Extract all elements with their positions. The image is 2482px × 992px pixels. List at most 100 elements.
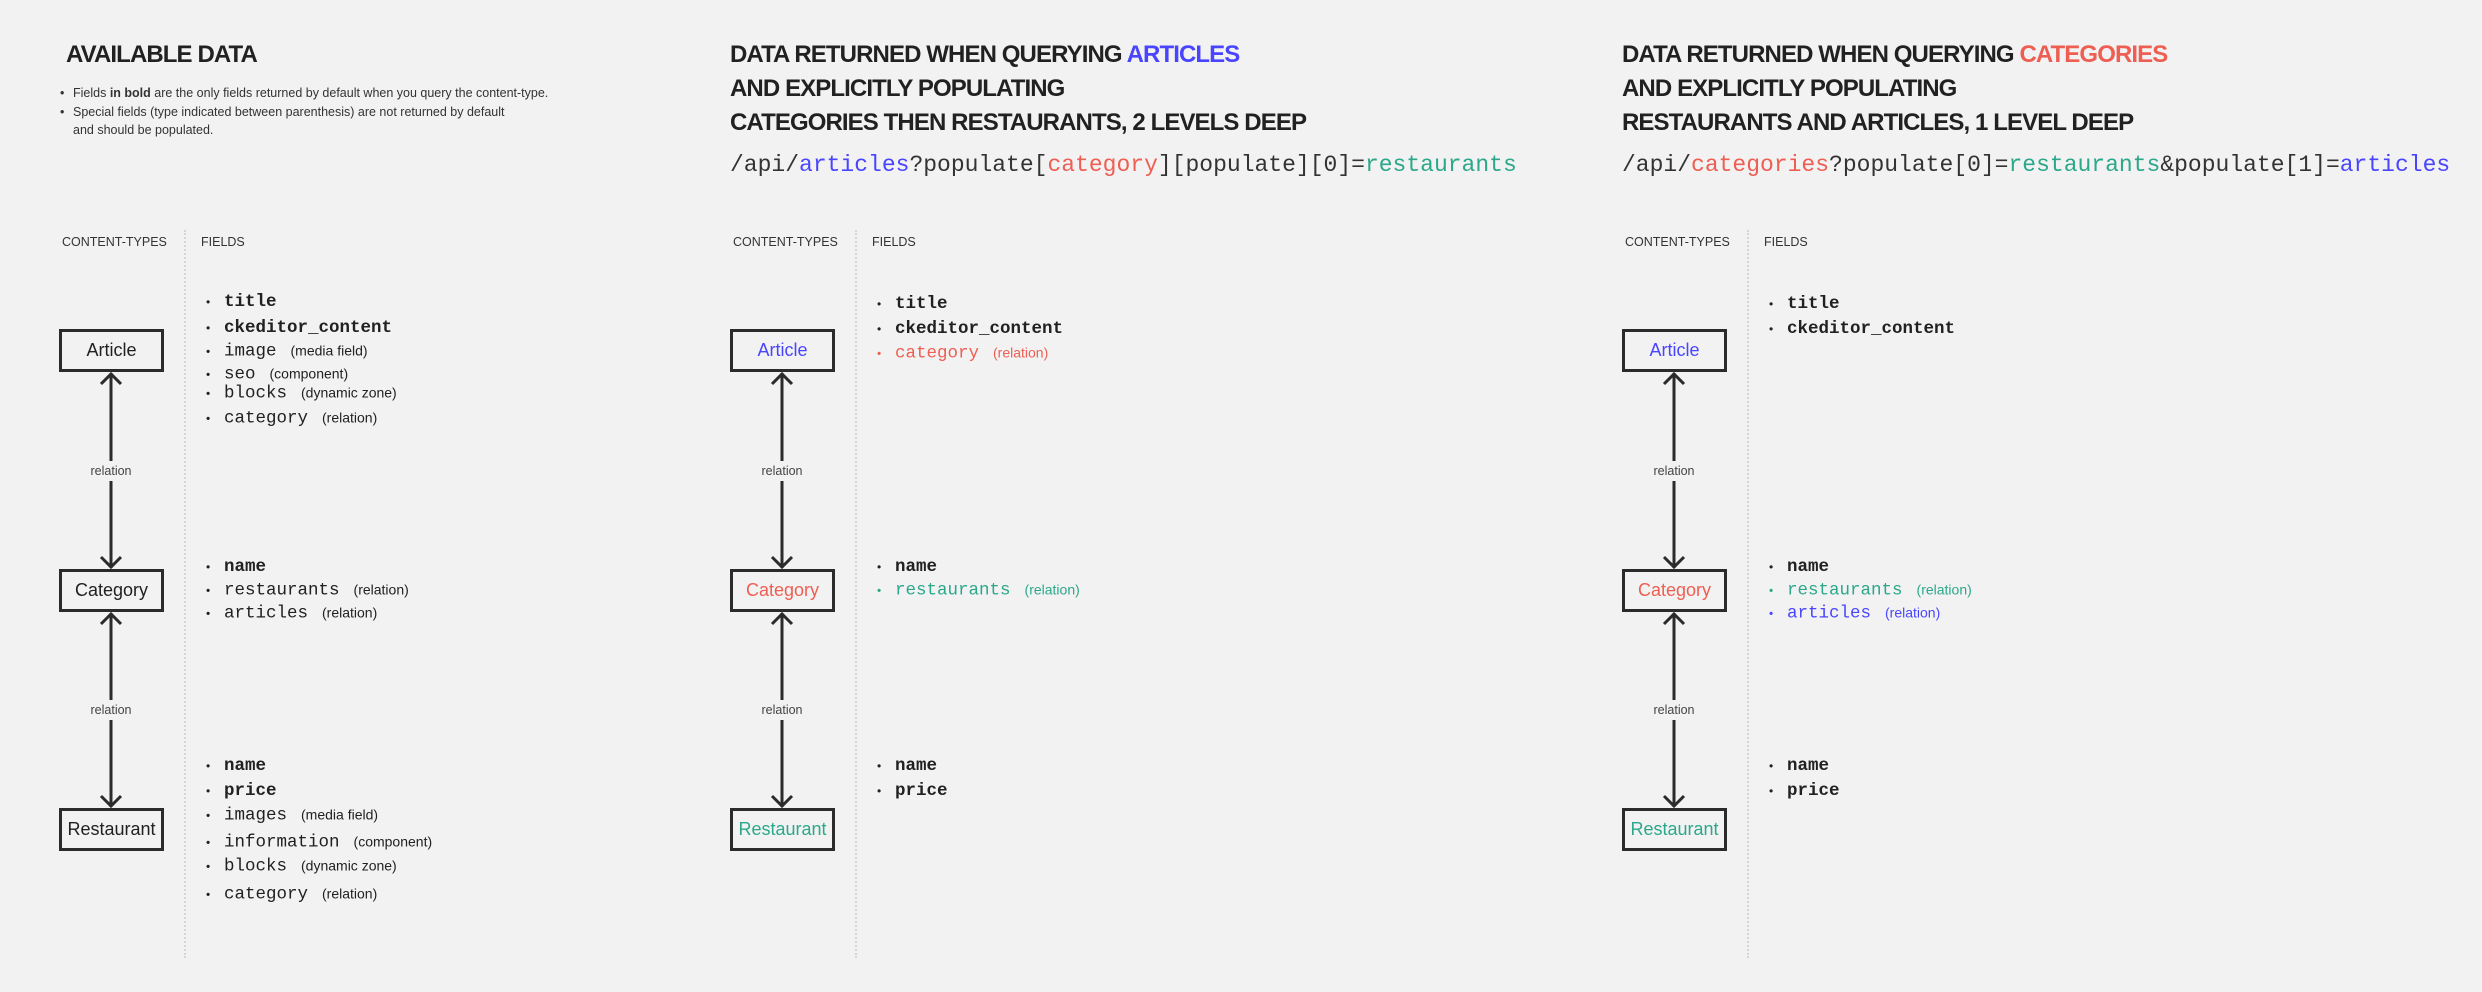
- field-item: • name: [877, 755, 937, 777]
- content-types-header: CONTENT-TYPES: [1625, 235, 1730, 249]
- available-data-title: AVAILABLE DATA: [66, 41, 258, 68]
- field-item: •restaurants(relation): [1769, 579, 1972, 602]
- field-name: ckeditor_content: [224, 318, 393, 338]
- field-name: name: [1787, 557, 1830, 577]
- field-item: •category(relation): [206, 407, 377, 430]
- field-item: •images(media field): [206, 804, 378, 827]
- bullet-icon: •: [206, 367, 211, 382]
- legend-note: and should be populated.: [60, 121, 548, 140]
- field-type-note: (relation): [322, 604, 378, 621]
- bullet-icon: •: [1769, 606, 1774, 621]
- field-name: restaurants: [895, 580, 1011, 601]
- url-part: &populate[1]=: [2160, 152, 2340, 178]
- url-part: ][populate][0]=: [1157, 152, 1365, 178]
- field-name: information: [224, 832, 340, 853]
- field-type-note: (relation): [322, 409, 378, 426]
- bullet-icon: •: [206, 386, 211, 401]
- url-part: ?populate[0]=: [1829, 152, 2009, 178]
- field-item: • name: [1769, 556, 1829, 578]
- bullet-icon: •: [206, 887, 211, 902]
- relation-label: relation: [1653, 700, 1695, 720]
- bullet-icon: •: [1769, 560, 1774, 574]
- field-name: title: [1787, 294, 1840, 314]
- field-name: images: [224, 805, 288, 826]
- field-item: •restaurants(relation): [877, 579, 1080, 602]
- heading-line: AND EXPLICITLY POPULATING: [730, 72, 1306, 106]
- url-part: articles: [2339, 152, 2451, 178]
- content-type-category[interactable]: Category: [1622, 569, 1727, 612]
- field-item: • price: [1769, 780, 1840, 802]
- bullet-icon: •: [60, 86, 65, 100]
- column-divider: [855, 230, 857, 958]
- url-part: /api/: [730, 152, 800, 178]
- url-part: articles: [799, 152, 910, 178]
- content-type-restaurant[interactable]: Restaurant: [1622, 808, 1727, 851]
- field-type-note: (relation): [322, 885, 378, 902]
- field-item: •name: [1769, 755, 1829, 777]
- bullet-icon: •: [206, 583, 211, 598]
- field-name: ckeditor_content: [895, 319, 1064, 339]
- bullet-icon: •: [206, 759, 211, 773]
- heading-line: DATA RETURNED WHEN QUERYING CATEGORIES: [1622, 38, 2168, 72]
- field-name: category: [224, 408, 309, 429]
- field-type-note: (dynamic zone): [301, 857, 397, 874]
- bullet-icon: •: [877, 560, 882, 574]
- bullet-icon: •: [206, 321, 211, 335]
- field-item: •ckeditor_content: [877, 318, 1063, 340]
- url-part: category: [1047, 152, 1158, 178]
- field-item: • ckeditor_content: [206, 317, 392, 339]
- field-name: name: [895, 756, 938, 776]
- heading-line: DATA RETURNED WHEN QUERYING ARTICLES: [730, 38, 1306, 72]
- bullet-icon: •: [1769, 784, 1774, 798]
- field-type-note: (component): [353, 833, 433, 850]
- heading-text: ARTICLES: [1126, 41, 1241, 68]
- field-item: •category(relation): [877, 342, 1048, 365]
- field-name: price: [895, 781, 948, 801]
- content-type-article[interactable]: Article: [59, 329, 164, 372]
- content-type-category[interactable]: Category: [730, 569, 835, 612]
- content-type-article[interactable]: Article: [1622, 329, 1727, 372]
- field-name: name: [224, 557, 267, 577]
- bullet-icon: •: [877, 297, 882, 311]
- content-types-header: CONTENT-TYPES: [733, 235, 838, 249]
- url-part: restaurants: [1364, 152, 1517, 178]
- bullet-icon: •: [206, 859, 211, 874]
- column-divider: [1747, 230, 1749, 958]
- note-text: in bold: [109, 86, 151, 100]
- heading-text: CATEGORIES: [2019, 41, 2168, 68]
- field-name: restaurants: [1787, 580, 1903, 601]
- field-item: •blocks(dynamic zone): [206, 382, 397, 405]
- legend-note: •Fields in bold are the only fields retu…: [60, 84, 548, 103]
- heading-text: AND EXPLICITLY POPULATING: [1622, 75, 1957, 102]
- fields-header: FIELDS: [201, 235, 245, 249]
- content-type-restaurant[interactable]: Restaurant: [730, 808, 835, 851]
- bullet-icon: •: [206, 835, 211, 850]
- field-item: •articles(relation): [206, 602, 377, 625]
- heading-text: CATEGORIES THEN RESTAURANTS, 2 LEVELS DE…: [730, 109, 1307, 136]
- legend-note: •Special fields (type indicated between …: [60, 103, 548, 122]
- bullet-icon: •: [877, 759, 882, 773]
- relation-label: relation: [90, 460, 132, 481]
- api-url: /api/categories?populate[0]=restaurants&…: [1622, 150, 2450, 180]
- note-text: and should be populated.: [73, 123, 214, 137]
- field-name: name: [895, 557, 938, 577]
- relation-label: relation: [761, 700, 803, 720]
- bullet-icon: •: [877, 784, 882, 798]
- content-type-article[interactable]: Article: [730, 329, 835, 372]
- content-type-restaurant[interactable]: Restaurant: [59, 808, 164, 851]
- bullet-icon: •: [206, 606, 211, 621]
- fields-header: FIELDS: [1764, 235, 1808, 249]
- heading-line: CATEGORIES THEN RESTAURANTS, 2 LEVELS DE…: [730, 106, 1307, 140]
- field-item: • price: [877, 780, 948, 802]
- bullet-icon: •: [877, 346, 882, 361]
- content-type-category[interactable]: Category: [59, 569, 164, 612]
- fields-header: FIELDS: [872, 235, 916, 249]
- field-name: name: [1787, 756, 1830, 776]
- field-name: category: [895, 343, 980, 364]
- content-types-header: CONTENT-TYPES: [62, 235, 167, 249]
- field-item: •seo(component): [206, 363, 348, 386]
- field-name: price: [1787, 781, 1840, 801]
- field-item: •title: [877, 293, 948, 315]
- field-type-note: (relation): [353, 581, 409, 598]
